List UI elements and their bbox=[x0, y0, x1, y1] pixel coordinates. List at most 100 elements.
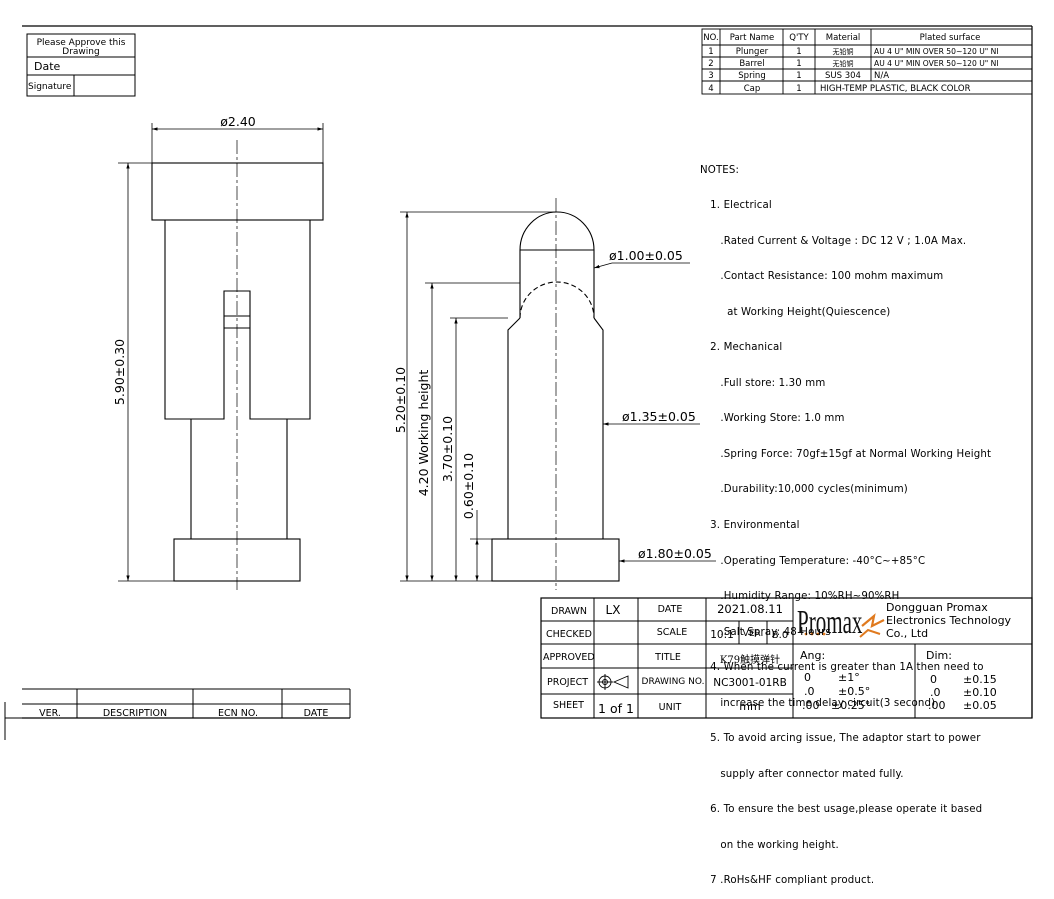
title-block-labels: DRAWN LX CHECKED APPROVED PROJECT SHEET … bbox=[543, 602, 788, 716]
bom-cell: 3 bbox=[708, 71, 713, 81]
title-label: TITLE bbox=[654, 652, 681, 663]
note-line: increase the time delay circuit(3 second… bbox=[700, 697, 936, 709]
note-line: .Rated Current & Voltage : DC 12 V ; 1.0… bbox=[700, 235, 967, 247]
note-line: 4. When the current is greater than 1A t… bbox=[700, 662, 984, 674]
note-line: supply after connector mated fully. bbox=[700, 768, 904, 780]
left-view-part bbox=[151, 140, 324, 590]
bom-cell: 1 bbox=[708, 47, 713, 57]
rev-header-date: DATE bbox=[304, 708, 329, 719]
dim-row-1-key: .0 bbox=[930, 686, 941, 699]
dim-overall-height: 5.20±0.10 bbox=[393, 367, 408, 433]
bom-cell: 1 bbox=[796, 71, 801, 81]
dim-top-width: ø2.40 bbox=[220, 114, 256, 129]
bom-header-no: NO. bbox=[703, 33, 718, 43]
note-line: .Durability:10,000 cycles(minimum) bbox=[700, 484, 908, 496]
bom-table bbox=[701, 28, 1033, 95]
dim-base-dia: ø1.80±0.05 bbox=[638, 546, 712, 561]
bom-row-2: 2 Barrel 1 无铅铜 AU 4 U" MIN OVER 50~120 U… bbox=[708, 59, 998, 69]
bom-cell: Cap bbox=[744, 84, 761, 94]
bom-cell: 2 bbox=[708, 59, 713, 69]
drawn-value: LX bbox=[606, 603, 621, 617]
dim-total-height: 5.90±0.30 bbox=[112, 339, 127, 405]
drawing-no-label: DRAWING NO. bbox=[642, 677, 705, 687]
note-line: .Working Store: 1.0 mm bbox=[700, 413, 845, 425]
bom-cell: 4 bbox=[708, 84, 713, 94]
note-line: 7 .RoHs&HF compliant product. bbox=[700, 875, 875, 887]
drawn-label: DRAWN bbox=[551, 606, 587, 617]
approve-signature-label: Signature bbox=[28, 82, 72, 92]
dim-row-1-val: ±0.10 bbox=[963, 686, 997, 699]
dim-row-2-val: ±0.05 bbox=[963, 699, 997, 712]
scale-value: 10:1 bbox=[710, 629, 734, 641]
note-line: .Contact Resistance: 100 mohm maximum bbox=[700, 271, 944, 283]
ang-row-1-val: ±0.5° bbox=[838, 685, 870, 698]
bom-row-1: 1 Plunger 1 无铅铜 AU 4 U" MIN OVER 50~120 … bbox=[708, 47, 998, 57]
unit-label: UNIT bbox=[659, 702, 682, 713]
ang-row-0-key: 0 bbox=[804, 671, 811, 684]
ang-row-1-key: .0 bbox=[804, 685, 815, 698]
bom-header-plated: Plated surface bbox=[920, 33, 981, 43]
logo-text: Promax bbox=[797, 604, 862, 641]
note-line: .Salt Spray: 48 Hours bbox=[700, 626, 831, 638]
bom-header-part: Part Name bbox=[730, 33, 775, 43]
dim-base-height: 0.60±0.10 bbox=[461, 453, 476, 519]
note-line: .Humidity Range: 10%RH~90%RH bbox=[700, 591, 900, 603]
company-line-1: Dongguan Promax bbox=[886, 601, 988, 614]
bom-cell: AU 4 U" MIN OVER 50~120 U" NI bbox=[874, 59, 999, 68]
drawing-sheet: Please Approve this Drawing Date Signatu… bbox=[4, 25, 1033, 740]
note-line: 2. Mechanical bbox=[700, 342, 783, 354]
bom-cell: SUS 304 bbox=[825, 71, 861, 81]
note-line: 6. To ensure the best usage,please opera… bbox=[700, 804, 983, 816]
bom-cell: 无铅铜 bbox=[833, 59, 854, 68]
approve-date-label: Date bbox=[34, 60, 61, 73]
note-line: .Full store: 1.30 mm bbox=[700, 377, 826, 389]
approved-label: APPROVED bbox=[543, 652, 595, 663]
rev-header-ecn: ECN NO. bbox=[218, 708, 258, 719]
company-line-2: Electronics Technology bbox=[886, 614, 1012, 627]
sheet-value: 1 of 1 bbox=[598, 701, 634, 716]
ver-label: VER. bbox=[743, 629, 764, 639]
company-logo: Promax bbox=[797, 604, 885, 641]
ver-value: B.0 bbox=[772, 630, 788, 641]
title-block bbox=[540, 597, 1033, 719]
bom-cell: N/A bbox=[874, 71, 889, 81]
note-line: NOTES: bbox=[700, 164, 740, 176]
checked-label: CHECKED bbox=[546, 629, 592, 640]
note-line: 5. To avoid arcing issue, The adaptor st… bbox=[700, 733, 981, 745]
bom-headers: NO. Part Name Q'TY Material Plated surfa… bbox=[703, 33, 980, 43]
dim-row-2-key: .00 bbox=[928, 699, 946, 712]
dim-barrel-dia: ø1.35±0.05 bbox=[622, 409, 696, 424]
bom-cell: 1 bbox=[796, 84, 801, 94]
bom-cell: AU 4 U" MIN OVER 50~120 U" NI bbox=[874, 47, 999, 56]
revision-block bbox=[22, 688, 351, 718]
approve-title-2: Drawing bbox=[62, 47, 99, 57]
ang-row-2-val: ±0.25° bbox=[831, 699, 870, 712]
projection-symbol-icon bbox=[597, 674, 629, 690]
approve-title-1: Please Approve this bbox=[37, 38, 126, 48]
unit-value: mm bbox=[739, 700, 760, 713]
title-value: K79触摸弹针 bbox=[720, 653, 780, 666]
note-line: on the working height. bbox=[700, 839, 839, 851]
note-line: 3. Environmental bbox=[700, 520, 800, 531]
ang-row-2-key: .00 bbox=[802, 699, 820, 712]
bom-row-4: 4 Cap 1 HIGH-TEMP PLASTIC, BLACK COLOR bbox=[708, 84, 970, 94]
dim-row-0-val: ±0.15 bbox=[963, 673, 997, 686]
scale-label: SCALE bbox=[657, 627, 687, 638]
bom-row-3: 3 Spring 1 SUS 304 N/A bbox=[708, 71, 889, 81]
bom-cell: HIGH-TEMP PLASTIC, BLACK COLOR bbox=[820, 84, 971, 94]
bom-cell: 1 bbox=[796, 59, 801, 69]
bom-header-material: Material bbox=[826, 33, 861, 43]
ang-row-0-val: ±1° bbox=[838, 671, 860, 684]
note-line: .Spring Force: 70gf±15gf at Normal Worki… bbox=[700, 448, 992, 460]
ang-label: Ang: bbox=[800, 649, 825, 662]
rev-header-ver: VER. bbox=[39, 708, 61, 719]
project-label: PROJECT bbox=[547, 677, 588, 688]
dim-label: Dim: bbox=[926, 649, 952, 662]
bom-header-qty: Q'TY bbox=[789, 33, 809, 43]
bom-cell: 1 bbox=[796, 47, 801, 57]
bom-cell: Plunger bbox=[736, 47, 769, 57]
dim-working-height: 4.20 Working height bbox=[416, 370, 431, 497]
bom-cell: Barrel bbox=[739, 59, 764, 69]
note-line: 1. Electrical bbox=[700, 200, 772, 212]
right-view-part bbox=[491, 198, 620, 590]
